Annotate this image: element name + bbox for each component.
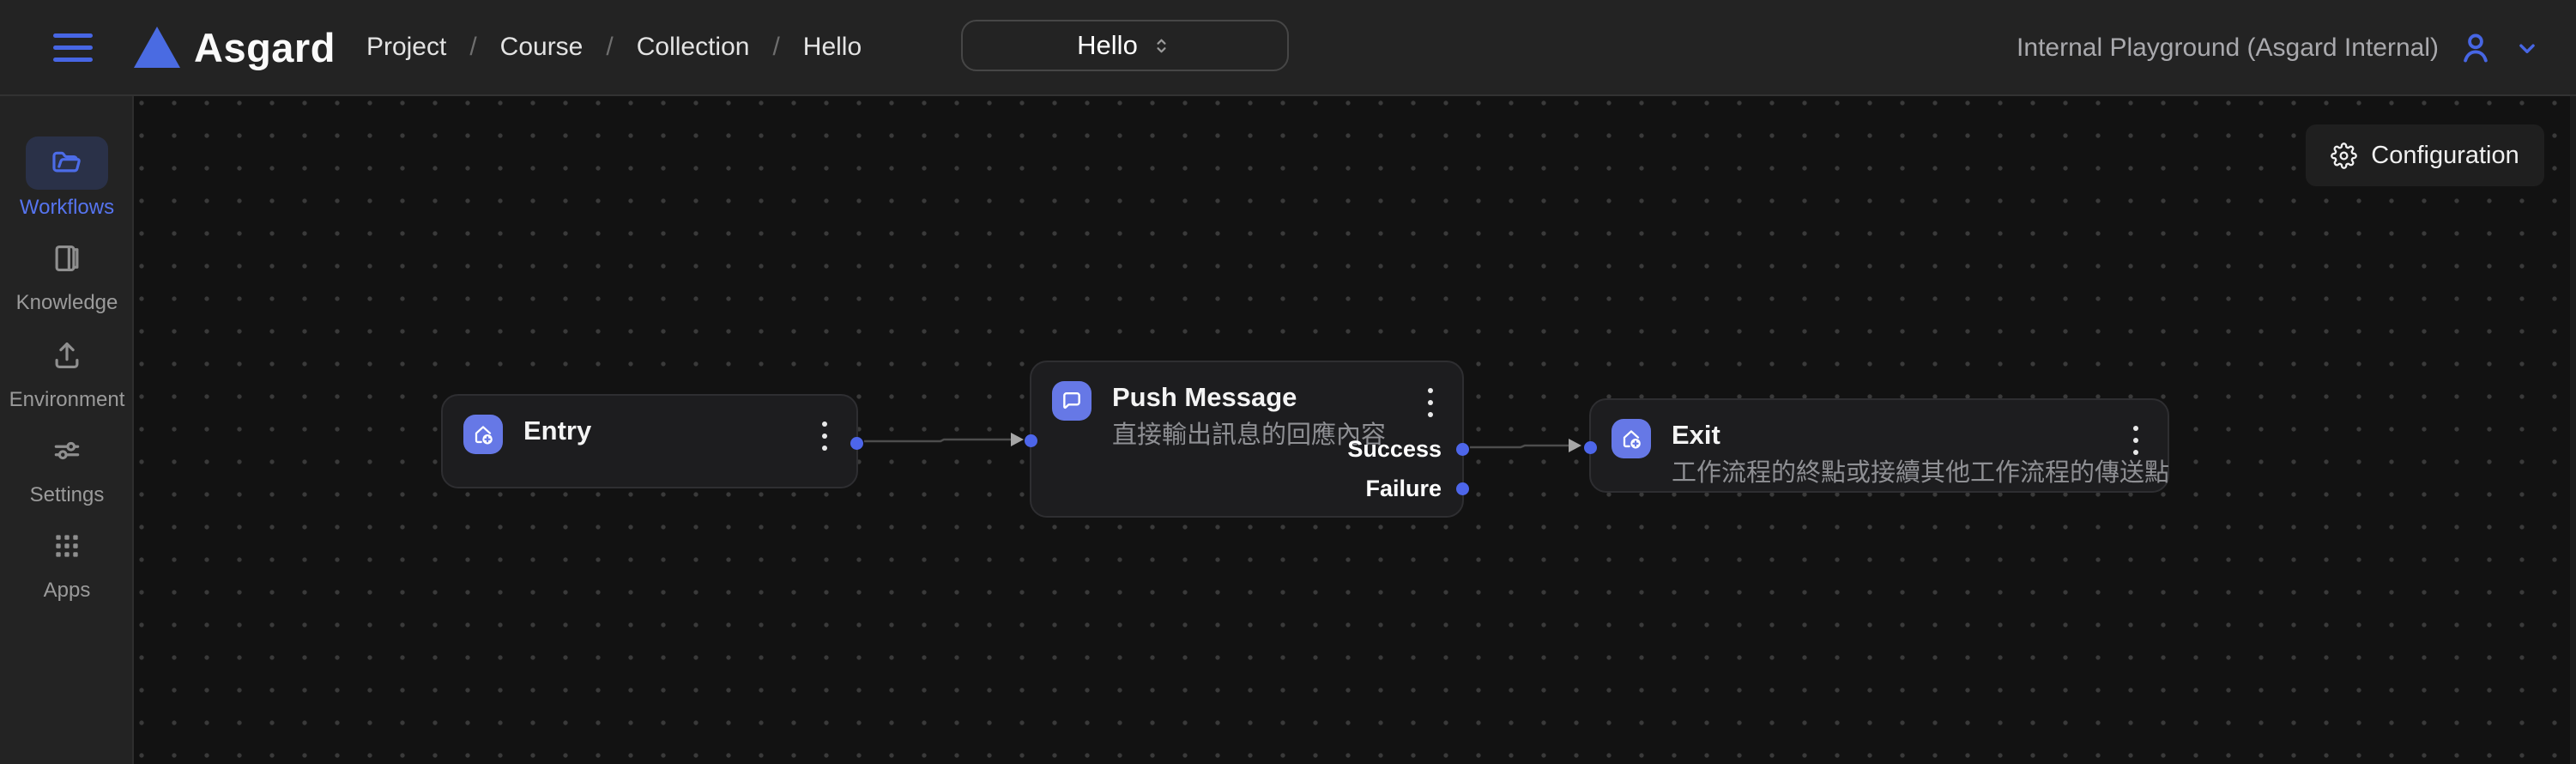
node-header: Push Message 直接輸出訊息的回應內容 (1031, 362, 1462, 469)
hamburger-menu-icon[interactable] (53, 27, 93, 67)
node-title: Push Message (1112, 382, 1297, 412)
edge-success-to-exit (1470, 444, 1570, 449)
active-item-highlight (26, 136, 108, 190)
canvas-scrollbar[interactable] (2570, 96, 2576, 764)
user-icon[interactable] (2456, 28, 2495, 68)
house-plus-icon (1612, 419, 1651, 458)
top-bar: Asgard Project / Course / Collection / H… (0, 0, 2576, 96)
breadcrumb-separator: / (772, 33, 780, 61)
output-port[interactable] (850, 437, 863, 450)
account-area: Internal Playground (Asgard Internal) (2017, 0, 2542, 96)
workflow-select-value: Hello (1077, 30, 1138, 60)
input-port[interactable] (1584, 441, 1597, 454)
node-title: Exit (1672, 420, 1720, 450)
sidebar-item-settings[interactable]: Settings (0, 424, 134, 507)
output-label-success: Success (1347, 436, 1442, 462)
node-menu-kebab-icon[interactable] (2130, 421, 2142, 460)
apps-grid-icon (56, 535, 78, 557)
input-port[interactable] (1025, 434, 1037, 447)
asgard-logo-icon (134, 27, 180, 68)
workflow-canvas[interactable]: Configuration Entry (134, 96, 2576, 764)
breadcrumb-project[interactable]: Project (366, 33, 447, 61)
breadcrumb-separator: / (469, 33, 477, 61)
breadcrumb-course[interactable]: Course (499, 33, 584, 61)
output-label-failure: Failure (1365, 476, 1442, 501)
edge-arrowhead (1011, 433, 1024, 446)
sidebar-item-label: Knowledge (15, 291, 118, 314)
node-subtitle: 工作流程的終點或接續其他工作流程的傳送點 (1672, 459, 2170, 487)
output-port-failure[interactable] (1456, 482, 1469, 495)
chevron-down-icon[interactable] (2513, 33, 2542, 63)
book-icon (55, 245, 79, 272)
node-header: Exit 工作流程的終點或接續其他工作流程的傳送點 (1591, 400, 2170, 506)
configuration-label: Configuration (2371, 141, 2519, 169)
node-title: Entry (523, 415, 592, 446)
house-plus-icon (463, 415, 503, 454)
node-menu-kebab-icon[interactable] (819, 416, 831, 456)
output-port-success[interactable] (1456, 443, 1469, 456)
workflow-select[interactable]: Hello (961, 20, 1289, 71)
sidebar-item-label: Environment (9, 388, 125, 411)
sidebar-item-label: Workflows (19, 196, 115, 219)
upload-icon (55, 342, 79, 369)
sidebar-item-workflows[interactable]: Workflows (0, 136, 134, 220)
sliders-icon (54, 441, 80, 460)
sidebar-item-knowledge[interactable]: Knowledge (0, 232, 134, 315)
edge-arrowhead (1569, 439, 1581, 452)
sidebar: Workflows Knowledge Environment (0, 96, 134, 764)
chevrons-up-down-icon (1157, 39, 1166, 52)
folder-open-icon (52, 151, 81, 173)
brand-title: Asgard (194, 24, 336, 70)
sidebar-item-label: Apps (43, 579, 91, 602)
node-menu-kebab-icon[interactable] (1424, 383, 1436, 422)
node-header: Entry (443, 396, 856, 473)
sidebar-item-environment[interactable]: Environment (0, 329, 134, 412)
gear-icon (2331, 142, 2358, 169)
node-subtitle: 直接輸出訊息的回應內容 (1112, 421, 1387, 449)
sidebar-item-label: Settings (29, 483, 105, 506)
configuration-button[interactable]: Configuration (2306, 124, 2544, 186)
breadcrumb-separator: / (606, 33, 614, 61)
sidebar-item-apps[interactable]: Apps (0, 519, 134, 603)
node-entry[interactable]: Entry (441, 394, 863, 488)
breadcrumb-collection[interactable]: Collection (636, 33, 750, 61)
breadcrumb-hello[interactable]: Hello (802, 33, 862, 61)
environment-label: Internal Playground (Asgard Internal) (2017, 33, 2439, 62)
chat-bubble-icon (1052, 381, 1091, 421)
edge-entry-to-push (864, 438, 1013, 443)
node-exit[interactable]: Exit 工作流程的終點或接續其他工作流程的傳送點 (1584, 398, 2169, 493)
breadcrumb: Project / Course / Collection / Hello (366, 33, 862, 62)
node-push-message[interactable]: Push Message 直接輸出訊息的回應內容 Success Failure (1025, 361, 1469, 518)
